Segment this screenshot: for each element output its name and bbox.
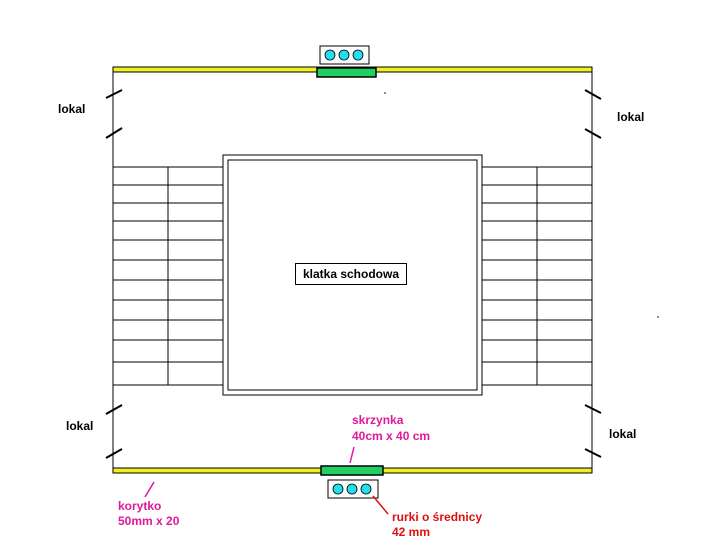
top-pipe-bundle <box>319 45 370 65</box>
pipes-label-line2: 42 mm <box>392 525 431 539</box>
stairwell-label: klatka schodowa <box>295 263 407 285</box>
box-leader-line <box>349 446 355 464</box>
door-mark <box>105 404 123 415</box>
right-staircase <box>482 166 592 386</box>
door-mark <box>584 89 602 100</box>
pipes-leader-line <box>372 495 389 515</box>
door-mark <box>105 89 123 99</box>
left-staircase <box>113 166 223 386</box>
tray-label-line1: korytko <box>118 499 162 513</box>
door-mark <box>584 448 602 458</box>
box-label-line1: skrzynka <box>352 413 404 427</box>
door-mark <box>105 127 123 139</box>
door-marks <box>105 89 602 459</box>
box-label-line2: 40cm x 40 cm <box>352 429 431 443</box>
door-mark <box>584 128 602 139</box>
pipe-circle <box>360 483 372 495</box>
stray-dot <box>384 92 386 94</box>
pipe-circle <box>352 49 364 61</box>
pipe-circle <box>332 483 344 495</box>
bottom-pipe-bundle <box>327 479 379 499</box>
tray-leader-line <box>144 481 155 498</box>
pipe-circle <box>338 49 350 61</box>
door-mark <box>584 404 602 414</box>
bottom-junction-box <box>320 465 384 476</box>
pipe-circle <box>324 49 336 61</box>
lokal-label-bottom-right: lokal <box>609 427 637 441</box>
stray-dot <box>657 316 659 318</box>
top-junction-box <box>316 67 377 78</box>
lokal-label-top-left: lokal <box>58 102 86 116</box>
lokal-label-top-right: lokal <box>617 110 645 124</box>
lokal-label-bottom-left: lokal <box>66 419 94 433</box>
pipes-label-line1: rurki o średnicy <box>392 510 483 524</box>
tray-label-line2: 50mm x 20 <box>118 514 180 528</box>
door-mark <box>105 448 123 459</box>
pipe-circle <box>346 483 358 495</box>
